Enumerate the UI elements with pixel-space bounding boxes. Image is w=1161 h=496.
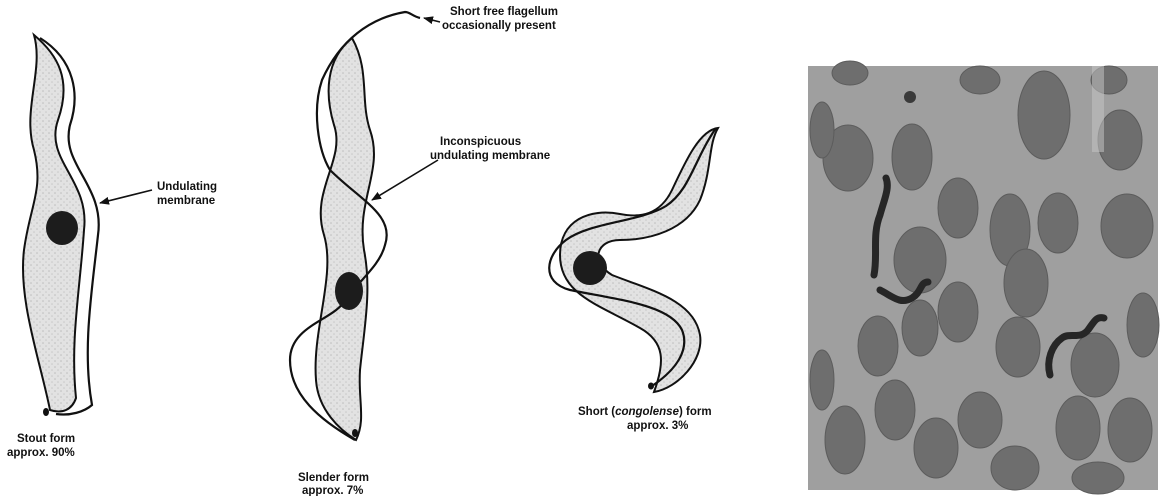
short-form-drawing	[549, 128, 718, 392]
inconspicuous-membrane-pointer	[372, 160, 438, 200]
slender-form-body	[316, 38, 374, 440]
slender-nucleus	[335, 272, 363, 310]
short-form-label-line2: approx. 3%	[627, 420, 688, 432]
slender-kinetoplast	[352, 429, 358, 437]
free-flagellum-label-line1: Short free flagellum	[450, 6, 558, 18]
free-flagellum-pointer	[424, 18, 440, 22]
inconspicuous-membrane-label-line2: undulating membrane	[430, 150, 550, 162]
stout-kinetoplast	[43, 408, 49, 416]
inconspicuous-membrane-label-line1: Inconspicuous	[440, 136, 521, 148]
stout-form-label-line1: Stout form	[17, 433, 75, 445]
undulating-membrane-pointer	[100, 190, 152, 203]
undulating-membrane-label-line1: Undulating	[157, 181, 217, 193]
micrograph-artifact	[1092, 66, 1104, 152]
slender-form-label-line2: approx. 7%	[302, 485, 363, 496]
dark-spot	[904, 91, 916, 103]
slender-form-drawing	[290, 12, 440, 440]
stout-form-label-line2: approx. 90%	[7, 447, 75, 459]
undulating-membrane-label-line2: membrane	[157, 195, 215, 207]
free-flagellum-label-line2: occasionally present	[442, 20, 556, 32]
short-kinetoplast	[648, 383, 654, 390]
stout-form-drawing	[23, 35, 152, 416]
short-form-label-line1: Short (congolense) form	[578, 406, 712, 418]
slender-form-label-line1: Slender form	[298, 472, 369, 484]
short-nucleus	[573, 251, 607, 285]
blood-smear-micrograph	[808, 61, 1159, 494]
stout-nucleus	[46, 211, 78, 245]
